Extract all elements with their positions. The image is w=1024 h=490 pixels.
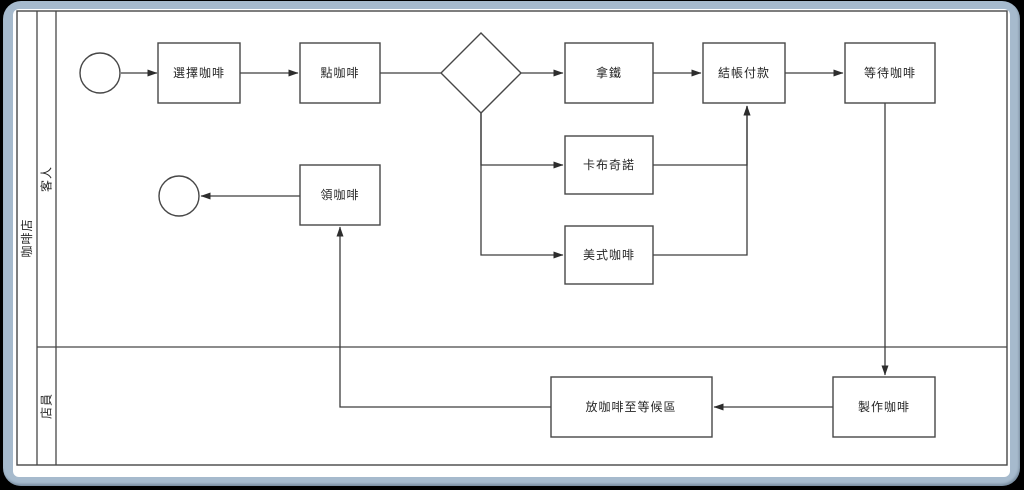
task-checkout-payment-box: [702, 42, 786, 104]
lane-label-customer: 客人: [39, 166, 54, 192]
task-pickup-coffee: 領咖啡: [299, 164, 381, 226]
task-place-coffee-waiting-area: 放咖啡至等候區: [550, 376, 713, 438]
pool-title-label: 咖啡店: [19, 218, 34, 257]
task-wait-coffee-label: 等待咖啡: [864, 65, 916, 80]
task-order-coffee: 點咖啡: [299, 42, 381, 104]
task-choose-coffee-box: [157, 42, 241, 104]
task-place-coffee-waiting-area-label: 放咖啡至等候區: [585, 399, 676, 414]
task-americano-label: 美式咖啡: [583, 247, 635, 262]
task-americano-box: [564, 225, 654, 285]
lane-label-staff: 店員: [40, 393, 54, 419]
edges: [121, 69, 889, 411]
nodes: 選擇咖啡 點咖啡 拿鐵 卡布奇諾 美式咖啡 結帳付款: [79, 32, 936, 438]
task-checkout-payment: 結帳付款: [702, 42, 786, 104]
edge-gateway-to-americano: [480, 113, 564, 259]
task-make-coffee-label: 製作咖啡: [858, 399, 910, 414]
task-order-coffee-box: [299, 42, 381, 104]
task-pickup-coffee-label: 領咖啡: [320, 187, 359, 202]
task-latte-label: 拿鐵: [596, 65, 622, 80]
task-cappuccino-label: 卡布奇諾: [583, 157, 635, 172]
task-wait-coffee: 等待咖啡: [844, 42, 936, 104]
task-latte-box: [564, 42, 654, 104]
task-choose-coffee: 選擇咖啡: [157, 42, 241, 104]
task-pickup-coffee-box: [299, 164, 381, 226]
task-latte: 拿鐵: [564, 42, 654, 104]
start-event-circle: [79, 52, 121, 94]
task-cappuccino-box: [564, 135, 654, 195]
task-place-coffee-waiting-area-box: [550, 376, 713, 438]
edge-place-to-pickup: [336, 226, 551, 408]
task-make-coffee-box: [832, 376, 936, 438]
decision-gateway-diamond: [440, 32, 522, 114]
task-order-coffee-label: 點咖啡: [320, 65, 359, 80]
task-wait-coffee-box: [844, 42, 936, 104]
task-checkout-payment-label: 結帳付款: [718, 66, 770, 80]
task-americano: 美式咖啡: [564, 225, 654, 285]
task-make-coffee: 製作咖啡: [832, 376, 936, 438]
end-event-circle: [158, 175, 200, 217]
edge-americano-to-pay: [653, 105, 751, 256]
task-choose-coffee-label: 選擇咖啡: [173, 65, 225, 80]
task-cappuccino: 卡布奇諾: [564, 135, 654, 195]
